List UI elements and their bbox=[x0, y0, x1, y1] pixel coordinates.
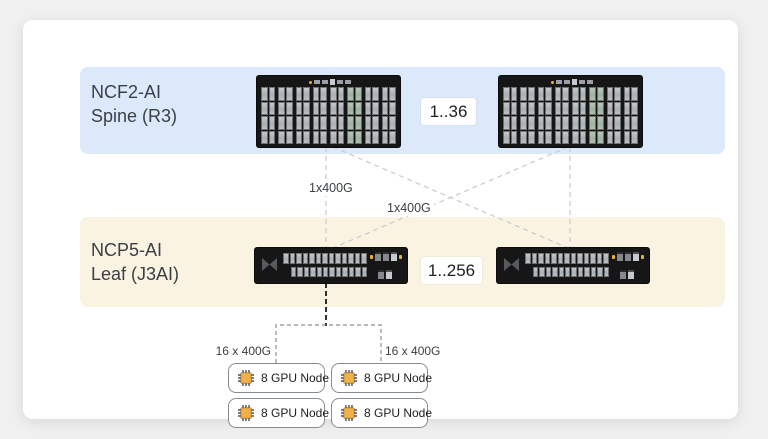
downlink-label-left: 16 x 400G bbox=[214, 344, 271, 358]
diagram-card: NCF2-AI Spine (R3) NCP5-AI Leaf (J3AI) bbox=[23, 20, 738, 428]
spine-port-grid bbox=[261, 87, 396, 144]
spine-switch-image-2 bbox=[499, 76, 642, 147]
uplink-label-left: 1x400G bbox=[306, 180, 356, 196]
gpu-node-box-4: 8 GPU Node bbox=[331, 398, 432, 428]
leaf-band-label: NCP5-AI Leaf (J3AI) bbox=[91, 238, 179, 286]
chip-icon bbox=[341, 405, 357, 421]
gpu-node-box-3: 8 GPU Node bbox=[228, 398, 329, 428]
spine-band-label: NCF2-AI Spine (R3) bbox=[91, 80, 177, 128]
gpu-node-label: 8 GPU Node bbox=[364, 406, 433, 420]
chip-icon bbox=[238, 405, 254, 421]
gpu-node-label: 8 GPU Node bbox=[261, 371, 330, 385]
chip-icon bbox=[238, 370, 254, 386]
leaf-switch-image-1 bbox=[255, 248, 407, 283]
uplink-label-right: 1x400G bbox=[384, 200, 434, 216]
leaf-port-row-top bbox=[283, 253, 367, 264]
vendor-logo-icon bbox=[504, 258, 519, 271]
gpu-node-box-2: 8 GPU Node bbox=[331, 363, 432, 393]
leaf-psu-modules bbox=[612, 252, 646, 279]
spine-switch-image-1 bbox=[257, 76, 400, 147]
leaf-port-row-bottom bbox=[533, 267, 609, 277]
switch-status-leds bbox=[257, 76, 400, 86]
spine-count-badge: 1..36 bbox=[421, 98, 476, 125]
leaf-switch-image-2 bbox=[497, 248, 649, 283]
switch-status-leds bbox=[499, 76, 642, 86]
spine-port-grid bbox=[503, 87, 638, 144]
spine-label-line2: Spine (R3) bbox=[91, 106, 178, 126]
leaf-label-line1: NCP5-AI bbox=[91, 240, 163, 260]
leaf-count-badge: 1..256 bbox=[421, 257, 482, 284]
leaf-port-row-bottom bbox=[291, 267, 367, 277]
gpu-node-label: 8 GPU Node bbox=[364, 371, 433, 385]
leaf-psu-modules bbox=[370, 252, 404, 279]
gpu-node-label: 8 GPU Node bbox=[261, 406, 330, 420]
leaf-port-row-top bbox=[525, 253, 609, 264]
chip-icon bbox=[341, 370, 357, 386]
spine-label-line1: NCF2-AI bbox=[91, 82, 162, 102]
vendor-logo-icon bbox=[262, 258, 277, 271]
downlink-label-right: 16 x 400G bbox=[385, 344, 445, 358]
gpu-node-box-1: 8 GPU Node bbox=[228, 363, 329, 393]
leaf-label-line2: Leaf (J3AI) bbox=[91, 264, 180, 284]
